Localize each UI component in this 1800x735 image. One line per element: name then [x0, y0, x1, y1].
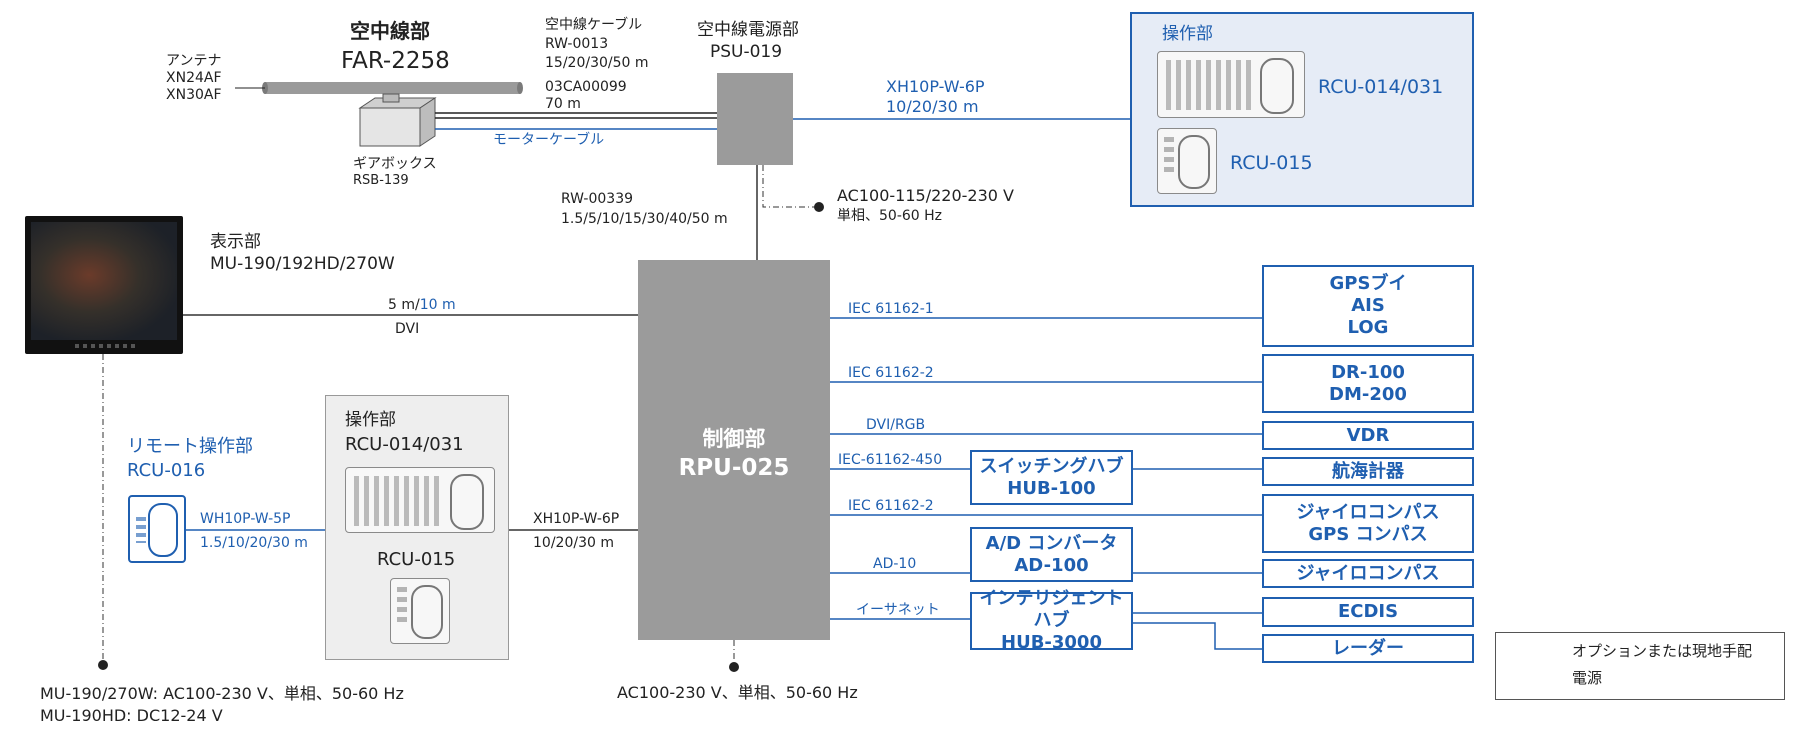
display-power-2: MU-190HD: DC12-24 V [40, 706, 223, 725]
gearbox-model: RSB-139 [353, 173, 409, 188]
rcu-015-device [1157, 128, 1217, 194]
gearbox-label: ギアボックス [353, 156, 437, 172]
rpu-title: 制御部 [702, 427, 766, 451]
antenna-model-1: XN24AF [166, 70, 222, 86]
iface-iec2b: IEC 61162-2 [848, 498, 934, 514]
psu-cable-length: 1.5/5/10/15/30/40/50 m [561, 211, 728, 227]
display-title: 表示部 [210, 232, 261, 252]
ops-left-cable-length: 10/20/30 m [533, 535, 614, 551]
switching-hub-label: スイッチングハブ [979, 455, 1124, 477]
remote-cable-model: XH10P-W-6P [886, 77, 985, 96]
device-gps-compass: GPS コンパス [1308, 523, 1428, 545]
dvi-length-b: 10 m [419, 297, 456, 313]
remote-title: リモート操作部 [127, 436, 253, 457]
iface-iec2a: IEC 61162-2 [848, 365, 934, 381]
device-nav: 航海計器 [1262, 457, 1474, 486]
ops-left-rcu1-device [345, 467, 495, 533]
intelligent-hub-box: インテリジェントハブ HUB-3000 [970, 588, 1133, 653]
legend-power: 電源 [1572, 669, 1603, 687]
ad-converter-box: A/D コンバータ AD-100 [970, 527, 1133, 582]
psu-cable-model: RW-00339 [561, 191, 634, 207]
ops-left-rcu2: RCU-015 [377, 549, 456, 570]
iface-iec450: IEC-61162-450 [838, 452, 943, 468]
rcu-014-device [1157, 51, 1305, 118]
iface-ad10: AD-10 [873, 556, 917, 572]
device-log: LOG [1347, 317, 1389, 338]
psu-title: 空中線電源部 [697, 20, 799, 40]
remote-cable-length: 10/20/30 m [886, 97, 979, 116]
ops-left-rcu2-device [390, 578, 450, 644]
device-vdr: VDR [1262, 421, 1474, 450]
device-dr: DR-100 [1331, 361, 1405, 383]
switching-hub-model: HUB-100 [1007, 477, 1096, 499]
device-radar: レーダー [1262, 634, 1474, 663]
rpu-unit [638, 260, 830, 640]
antenna-cable-title: 空中線ケーブル [545, 17, 643, 33]
antenna-cable-model-1: RW-0013 [545, 36, 609, 52]
iface-iec1: IEC 61162-1 [848, 301, 934, 317]
intelligent-hub-model: HUB-3000 [1001, 632, 1102, 653]
ops-top-rcu1: RCU-014/031 [1318, 76, 1444, 98]
device-ais: AIS [1351, 295, 1385, 316]
iface-dvirgb: DVI/RGB [866, 417, 926, 433]
ad-converter-label: A/D コンバータ [985, 532, 1118, 554]
device-gyro: ジャイロコンパス [1262, 559, 1474, 588]
device-ecdis: ECDIS [1262, 597, 1474, 627]
ops-left-rcu1: RCU-014/031 [345, 434, 464, 455]
rcu-016-device [128, 495, 186, 563]
intelligent-hub-label: インテリジェントハブ [979, 588, 1124, 631]
device-gps-ais-log: GPSブイ AIS LOG [1262, 265, 1474, 347]
psu-unit [717, 73, 793, 165]
ops-left-cable: XH10P-W-6P [533, 511, 620, 527]
antenna-model-2: XN30AF [166, 87, 222, 103]
dvi-length: 5 m/10 m [388, 296, 456, 314]
ops-top-title: 操作部 [1162, 24, 1213, 44]
device-gps: GPSブイ [1329, 273, 1407, 294]
psu-power-phase: 単相、50-60 Hz [837, 208, 943, 224]
display-monitor [25, 216, 183, 354]
psu-model: PSU-019 [710, 42, 783, 62]
ops-left-title: 操作部 [345, 410, 396, 430]
ops-top-rcu2: RCU-015 [1230, 152, 1313, 174]
device-gyro-gps: ジャイロコンパス GPS コンパス [1262, 494, 1474, 553]
antenna-cable-length-2: 70 m [545, 96, 581, 112]
antenna-cable-model-2: 03CA00099 [545, 79, 627, 95]
motor-cable-label: モーターケーブル [493, 132, 605, 148]
ad-converter-model: AD-100 [1014, 554, 1089, 576]
remote-cable-length: 1.5/10/20/30 m [200, 535, 308, 551]
legend [1495, 632, 1785, 700]
remote-cable: WH10P-W-5P [200, 511, 291, 527]
remote-model: RCU-016 [127, 460, 206, 481]
rpu-model: RPU-025 [678, 455, 790, 481]
antenna-model: FAR-2258 [341, 48, 450, 74]
antenna-cable-length-1: 15/20/30/50 m [545, 55, 649, 71]
device-gyro-1: ジャイロコンパス [1296, 501, 1440, 523]
gearbox-shape [358, 93, 437, 147]
antenna-label: アンテナ [166, 53, 222, 69]
dvi-length-a: 5 m/ [388, 297, 420, 313]
iface-ethernet: イーサネット [856, 602, 940, 618]
dvi-type: DVI [395, 321, 420, 337]
rpu-power: AC100-230 V、単相、50-60 Hz [617, 683, 858, 702]
antenna-title: 空中線部 [350, 19, 430, 43]
display-model: MU-190/192HD/270W [210, 254, 395, 274]
display-power-1: MU-190/270W: AC100-230 V、単相、50-60 Hz [40, 684, 404, 703]
legend-option: オプションまたは現地手配 [1572, 642, 1753, 660]
device-dm: DM-200 [1329, 383, 1407, 405]
switching-hub-box: スイッチングハブ HUB-100 [970, 450, 1133, 505]
antenna-bar [265, 82, 520, 94]
psu-power-voltage: AC100-115/220-230 V [837, 186, 1014, 205]
device-dr-dm: DR-100 DM-200 [1262, 354, 1474, 413]
